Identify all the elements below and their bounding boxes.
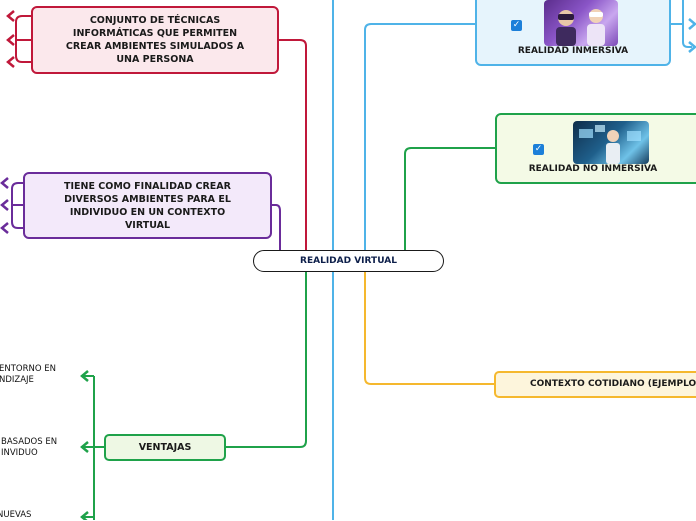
purpose-topic[interactable]: TIENE COMO FINALIDAD CREAR DIVERSOS AMBI… [23, 172, 272, 239]
purpose-topic-label: TIENE COMO FINALIDAD CREAR DIVERSOS AMBI… [64, 180, 231, 231]
definition-arrows-line [15, 15, 31, 63]
root-topic[interactable]: REALIDAD VIRTUAL [253, 250, 444, 272]
root-topic-label: REALIDAD VIRTUAL [300, 255, 397, 266]
immersive-topic[interactable]: ✓ REALIDAD INMERSIVA [475, 0, 671, 66]
arrowhead-icon [6, 10, 15, 22]
vr-headset-people-image [544, 0, 618, 46]
advantage-item-1[interactable]: ENTORNO EN NDIZAJE [0, 364, 56, 385]
purpose-arrows-line [11, 182, 23, 229]
arrowhead-icon [80, 441, 89, 453]
context-connector [364, 272, 494, 385]
purpose-connector [271, 204, 281, 250]
context-topic[interactable]: CONTEXTO COTIDIANO (EJEMPLO [494, 371, 696, 398]
advantages-arrows-line [82, 375, 104, 520]
checkbox-icon[interactable]: ✓ [511, 20, 522, 31]
definition-connector [279, 39, 307, 250]
arrowhead-icon [6, 34, 15, 46]
definition-topic-label: CONJUNTO DE TÉCNICAS INFORMÁTICAS QUE PE… [65, 15, 245, 65]
advantages-topic-label: VENTAJAS [138, 442, 192, 453]
arrowhead-icon [80, 370, 89, 382]
arrowhead-icon [0, 222, 9, 234]
non-immersive-topic[interactable]: ✓ REALIDAD NO INMERSIVA [495, 113, 696, 184]
arrowhead-icon [688, 41, 696, 53]
definition-topic[interactable]: CONJUNTO DE TÉCNICAS INFORMÁTICAS QUE PE… [31, 6, 279, 74]
hologram-scene-illustration [579, 125, 641, 164]
advantages-topic[interactable]: VENTAJAS [104, 434, 226, 461]
immersive-connector [364, 23, 476, 250]
arrowhead-icon [6, 56, 15, 68]
context-topic-label: CONTEXTO COTIDIANO (EJEMPLO [530, 379, 696, 389]
immersive-topic-label: REALIDAD INMERSIVA [517, 46, 629, 56]
immersive-arrows-line [670, 0, 692, 48]
non-immersive-topic-label: REALIDAD NO INMERSIVA [528, 164, 658, 174]
advantage-item-3[interactable]: NUEVAS [0, 510, 32, 520]
checkbox-icon[interactable]: ✓ [533, 144, 544, 155]
advantages-connector [226, 272, 307, 448]
arrowhead-icon [0, 199, 9, 211]
non-immersive-connector [404, 147, 496, 250]
arrowhead-icon [80, 511, 89, 520]
arrowhead-icon [0, 177, 9, 189]
person-with-holographic-screens-image [573, 121, 649, 164]
vr-scene-illustration [556, 9, 605, 46]
advantage-item-2[interactable]: BASADOS EN INVIDUO [1, 437, 58, 458]
arrowhead-icon [688, 18, 696, 30]
